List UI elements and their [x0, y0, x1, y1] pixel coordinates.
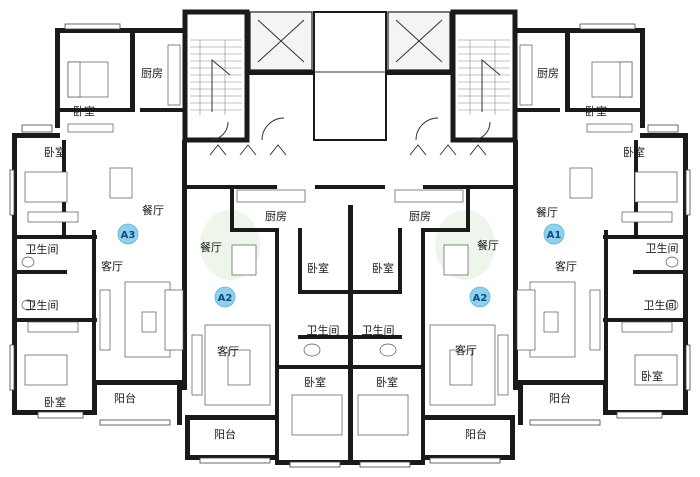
- core: [182, 9, 518, 143]
- windows: [9, 23, 691, 468]
- bedroom-a3-bottom-label: 卧室: [44, 395, 66, 409]
- unit-badge-a2-right-text: A2: [473, 293, 488, 304]
- kitchen-a3-label: 厨房: [141, 67, 163, 80]
- living-a2-right-label: 客厅: [455, 343, 477, 357]
- bedroom-a1-bottom-label: 卧室: [641, 369, 663, 383]
- unit-badge-a2-right: A2: [469, 286, 491, 308]
- living-a3-label: 客厅: [101, 259, 123, 273]
- balcony-a3-label: 阳台: [114, 391, 136, 405]
- bedroom-a2-right-bot-label: 卧室: [376, 375, 398, 389]
- bedroom-a2-right-mid-label: 卧室: [372, 261, 394, 275]
- bath-a1-1-label: 卫生间: [646, 241, 679, 255]
- bath-a2-right-label: 卫生间: [362, 323, 395, 337]
- balcony-a2-right-label: 阳台: [465, 427, 487, 441]
- unit-badge-a2-left: A2: [214, 286, 236, 308]
- living-a1-label: 客厅: [555, 259, 577, 273]
- furniture: [21, 44, 679, 436]
- bedroom-a2-left-mid-label: 卧室: [307, 261, 329, 275]
- bath-a3-1-label: 卫生间: [26, 242, 59, 256]
- bath-a2-left-label: 卫生间: [307, 323, 340, 337]
- unit-badge-a1: A1: [543, 223, 565, 245]
- bath-a3-2-label: 卫生间: [26, 298, 59, 312]
- living-a2-left-label: 客厅: [217, 344, 239, 358]
- bed-icon: [24, 61, 678, 436]
- bedroom-a3-top-label: 卧室: [73, 104, 95, 118]
- bedroom-a3-2-label: 卧室: [44, 145, 66, 159]
- stair-icon: [190, 39, 242, 115]
- unit-badge-a3-text: A3: [121, 230, 136, 241]
- balcony-a2-left-label: 阳台: [214, 427, 236, 441]
- room-labels: 卧室 厨房 卧室 餐厅 卫生间 客厅 卫生间 卧室 阳台 厨房 餐厅 卧室 卫生…: [26, 67, 679, 441]
- unit-badge-a3: A3: [117, 223, 139, 245]
- bath-a1-2-label: 卫生间: [644, 298, 677, 312]
- dining-a1-label: 餐厅: [536, 205, 558, 219]
- dining-table-icon: [109, 167, 593, 276]
- kitchen-a2-left-label: 厨房: [265, 210, 287, 223]
- unit-badge-a2-left-text: A2: [218, 293, 233, 304]
- dining-a3-label: 餐厅: [142, 203, 164, 217]
- kitchen-a1-label: 厨房: [537, 67, 559, 80]
- toilet-icon: [21, 256, 679, 357]
- unit-badge-a1-text: A1: [547, 230, 562, 241]
- kitchen-a2-right-label: 厨房: [409, 210, 431, 223]
- bedroom-a1-top-label: 卧室: [585, 104, 607, 118]
- stair-icon: [458, 39, 510, 115]
- dining-a2-left-label: 餐厅: [200, 240, 222, 254]
- dining-a2-right-label: 餐厅: [477, 238, 499, 252]
- balcony-a1-label: 阳台: [549, 391, 571, 405]
- unit-badges: A3 A2 A2 A1: [117, 223, 565, 308]
- bedroom-a1-2-label: 卧室: [623, 145, 645, 159]
- sofa-icon: [99, 281, 601, 406]
- bedroom-a2-left-bot-label: 卧室: [304, 375, 326, 389]
